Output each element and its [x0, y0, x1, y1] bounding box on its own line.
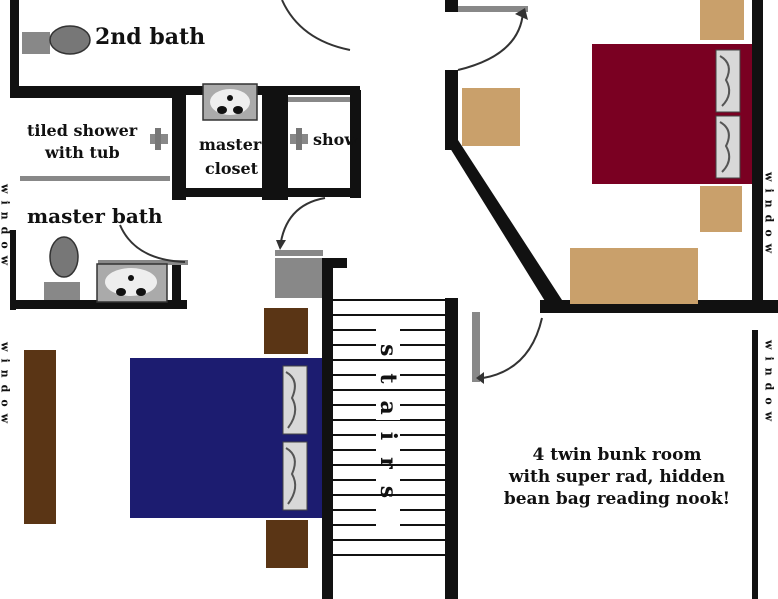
window-label: window — [0, 341, 12, 430]
master-bath-sink — [96, 263, 168, 303]
wall-closet-left — [172, 90, 186, 200]
partition-top-right — [458, 6, 528, 12]
sink-handle-left-icon — [116, 288, 126, 296]
wall-left-upper — [10, 0, 19, 90]
second-bath-toilet — [22, 25, 91, 55]
faucet-handle-icon — [296, 128, 302, 150]
label-tiled-shower-2: with tub — [44, 143, 120, 162]
label-stairs: stairs — [375, 344, 401, 515]
window-label: window — [763, 339, 776, 428]
wall-left-lower — [10, 230, 16, 310]
master-bed-pillows — [715, 49, 741, 179]
window-label: window — [763, 171, 776, 260]
wall-right-lower — [752, 330, 758, 599]
pillow-fold-icon — [285, 447, 297, 505]
wall-closet-right — [262, 90, 288, 200]
label-2nd-bath: 2nd bath — [95, 24, 205, 50]
wall-shower2-right — [350, 90, 361, 198]
door-swing-icon — [119, 224, 186, 263]
shower-faucet — [290, 128, 308, 150]
door-panel — [275, 258, 322, 298]
partition-shower2-top — [288, 97, 350, 102]
wall-mbath-bottom — [12, 300, 187, 309]
walls — [10, 0, 778, 599]
wall-mbath-right — [172, 262, 181, 309]
window-label-right-upper: window — [763, 171, 776, 260]
sink-basin-icon — [105, 268, 157, 296]
toilet-icon — [22, 32, 50, 54]
pillow-icon — [282, 365, 308, 435]
master-bath-toilet — [44, 236, 80, 300]
sink-basin-icon — [210, 89, 250, 115]
partition-stair-top — [275, 250, 323, 256]
partition-shower-bottom — [20, 176, 170, 181]
label-master-bath: master bath — [27, 204, 163, 228]
wall-shower-top — [10, 90, 180, 98]
window-label-left-lower: window — [0, 341, 12, 430]
wall-diagonal — [445, 140, 562, 306]
nightstand-tan-mid — [462, 88, 520, 146]
door-bunk — [472, 312, 480, 382]
door-swing-icon — [279, 197, 326, 249]
bench-tan — [570, 248, 698, 304]
wall-top-bedroom-left — [445, 0, 458, 12]
door-swing-icon — [457, 11, 524, 71]
closet-sink — [202, 83, 258, 121]
tiled-shower-faucet — [150, 128, 168, 150]
label-master-closet-2: closet — [205, 159, 259, 178]
wall-right — [752, 0, 763, 305]
window-label-right-lower: window — [763, 339, 776, 428]
wall-stair-left — [322, 258, 333, 599]
label-master-closet-1: master — [199, 135, 262, 154]
label-bunk-room-3: bean bag reading nook! — [504, 489, 730, 509]
label-bunk-room-1: 4 twin bunk room — [533, 445, 702, 465]
wall-shower2-bottom — [282, 188, 361, 197]
navy-bed-pillows — [282, 365, 308, 511]
interior-partitions — [20, 6, 528, 382]
toilet-bowl-icon — [49, 25, 91, 55]
partition-mbath-top — [98, 260, 188, 265]
pillow-fold-icon — [719, 121, 731, 173]
wall-stair-top — [322, 258, 347, 268]
arrow-icon — [476, 372, 484, 384]
door-swing-icon — [281, 0, 351, 51]
label-bunk-room-2: with super rad, hidden — [508, 467, 725, 487]
pillow-icon — [715, 115, 741, 179]
pillow-icon — [715, 49, 741, 113]
window-label: window — [0, 183, 12, 272]
label-shower-partial: show — [313, 130, 359, 149]
nightstand-tan-top-right — [700, 0, 744, 40]
door-swing-icon — [482, 317, 543, 379]
faucet-handle-icon — [155, 128, 161, 150]
nightstand-bottom — [266, 520, 308, 568]
sink-drain-icon — [128, 275, 134, 281]
toilet-tank-icon — [44, 282, 80, 300]
door-arrowheads — [276, 8, 528, 384]
toilet-icon — [49, 236, 79, 278]
wall-closet-bottom — [172, 188, 288, 197]
pillow-icon — [282, 441, 308, 511]
sink-handle-right-icon — [136, 288, 146, 296]
window-label-left-upper: window — [0, 183, 12, 272]
dresser — [24, 350, 56, 524]
pillow-fold-icon — [285, 371, 297, 429]
stairs-label-bg — [376, 326, 400, 526]
arrow-icon — [276, 240, 286, 250]
sink-drain-icon — [227, 95, 233, 101]
wall-stair-right — [445, 298, 458, 599]
wall-top-bedroom-left2 — [445, 70, 458, 150]
sink-handle-right-icon — [233, 106, 243, 114]
nightstand-tan-right — [700, 186, 742, 232]
nightstand-top — [264, 308, 308, 354]
label-tiled-shower-1: tiled shower — [27, 121, 138, 140]
arrow-icon — [515, 8, 528, 20]
sink-handle-left-icon — [217, 106, 227, 114]
pillow-fold-icon — [719, 55, 731, 107]
